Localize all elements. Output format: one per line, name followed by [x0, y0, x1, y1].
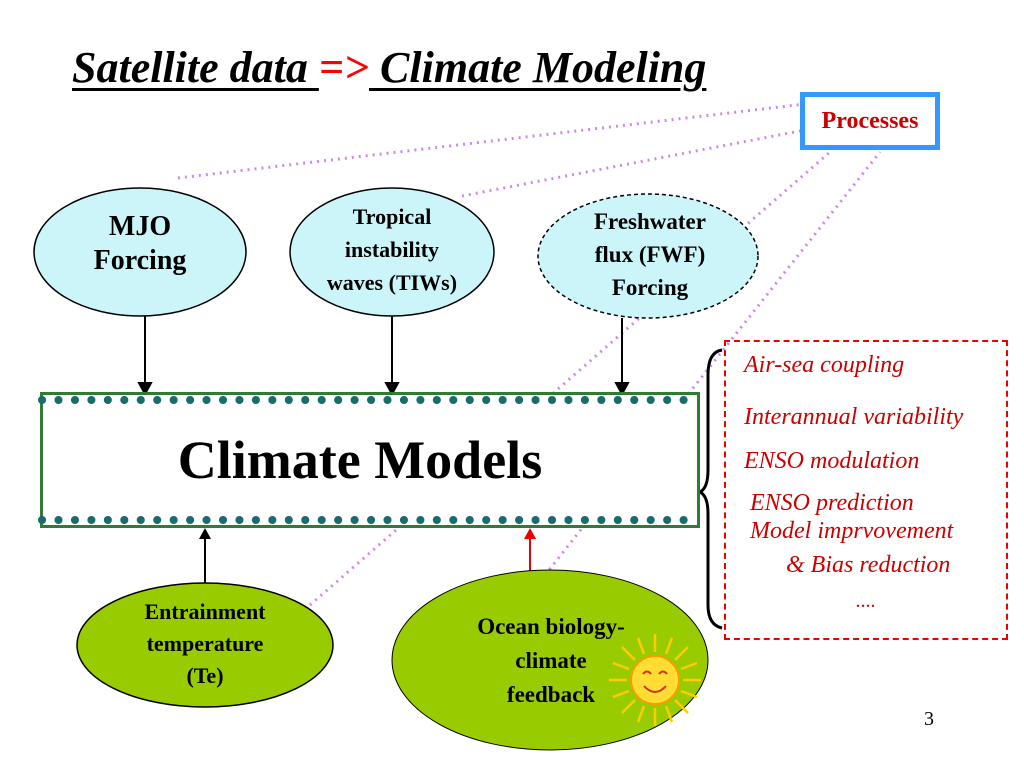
- sun-smiley-icon: [609, 634, 701, 726]
- mjo-line-1: MJO: [108, 211, 172, 242]
- mjo-label: MJO Forcing: [50, 210, 230, 278]
- curly-brace: [696, 348, 723, 630]
- tiw-label: Tropical instability waves (TIWs): [302, 200, 482, 299]
- climate-models-box: [40, 392, 700, 528]
- tiw-line-2: instability: [344, 237, 440, 262]
- entrainment-oval: [76, 582, 334, 708]
- entrainment-line-3: (Te): [186, 663, 224, 688]
- forcing-arrows: [137, 316, 630, 397]
- entrainment-line-1: Entrainment: [144, 599, 266, 624]
- arrowhead-biology: [524, 528, 536, 539]
- biology-line-3: feedback: [506, 682, 596, 707]
- fwf-oval: [537, 193, 759, 319]
- outcome-bias-reduction: & Bias reduction: [786, 552, 951, 578]
- fwf-label: Freshwater flux (FWF) Forcing: [550, 205, 750, 304]
- fwf-line-2: flux (FWF): [594, 242, 706, 267]
- processes-box: Processes: [800, 92, 940, 150]
- page-number: 3: [924, 708, 934, 730]
- outcome-interannual-variability: Interannual variability: [744, 404, 964, 430]
- tiw-line-3: waves (TIWs): [326, 270, 458, 295]
- outcome-air-sea-coupling: Air-sea coupling: [744, 352, 905, 378]
- entrainment-line-2: temperature: [146, 631, 264, 656]
- fwf-line-3: Forcing: [611, 275, 689, 300]
- link-to-biology: [543, 151, 882, 576]
- feedback-arrows: [199, 528, 536, 584]
- title-part-satellite: Satellite data: [72, 43, 319, 92]
- entrainment-label: Entrainment temperature (Te): [100, 596, 310, 692]
- arrowhead-tiw: [384, 382, 400, 397]
- title-part-modeling: Climate Modeling: [369, 43, 707, 92]
- outcomes-box: [724, 340, 1008, 640]
- mjo-oval: [33, 187, 247, 317]
- arrowhead-mjo: [137, 382, 153, 397]
- outcome-enso-prediction: ENSO prediction: [750, 490, 914, 516]
- climate-models-label: Climate Models: [177, 430, 543, 490]
- mjo-line-2: Forcing: [93, 245, 187, 276]
- title-arrow: =>: [318, 43, 370, 92]
- processes-label: Processes: [821, 107, 919, 134]
- outcome-ellipsis: ....: [856, 590, 876, 612]
- biology-line-2: climate: [515, 648, 587, 673]
- fwf-line-1: Freshwater: [594, 209, 706, 234]
- biology-label: Ocean biology- climate feedback: [446, 610, 656, 712]
- arrowhead-entrainment: [199, 528, 211, 539]
- arrowhead-fwf: [614, 382, 630, 397]
- link-to-mjo: [177, 102, 806, 180]
- slide-title: Satellite data => Climate Modeling: [72, 42, 832, 102]
- outcome-model-improvement: Model imprvovement: [750, 518, 954, 544]
- outcome-enso-modulation: ENSO modulation: [744, 448, 920, 474]
- tiw-line-1: Tropical: [352, 204, 432, 229]
- biology-line-1: Ocean biology-: [477, 614, 625, 639]
